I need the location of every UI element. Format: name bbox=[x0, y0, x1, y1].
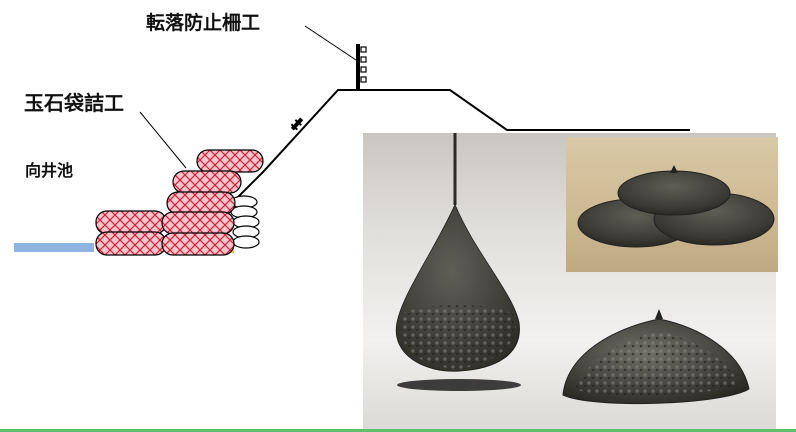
stone-bag bbox=[166, 191, 236, 215]
footer-divider bbox=[0, 429, 796, 432]
anchor-marker-icon bbox=[290, 117, 304, 131]
stone-bag bbox=[161, 211, 235, 235]
photo-drawing bbox=[395, 133, 750, 405]
label-pond: 向井池 bbox=[25, 161, 74, 180]
stone-bag bbox=[95, 210, 167, 235]
inset-bag bbox=[617, 170, 731, 216]
hanging-bag-shadow bbox=[397, 379, 521, 391]
stone-bag bbox=[196, 149, 264, 173]
bags-leader-line bbox=[139, 111, 187, 169]
water-surface bbox=[14, 243, 94, 252]
label-stone-bags: 玉石袋詰工 bbox=[24, 91, 124, 115]
stone-bag-stack bbox=[95, 149, 264, 256]
coil-bags bbox=[230, 195, 260, 249]
stone-bag bbox=[95, 231, 167, 256]
stone-bag bbox=[161, 232, 235, 256]
stacked-bags-photo bbox=[566, 137, 778, 272]
label-fence: 転落防止柵工 bbox=[146, 12, 261, 34]
stone-bag bbox=[172, 170, 242, 194]
embankment-profile bbox=[231, 89, 690, 204]
inset-drawing bbox=[577, 165, 775, 248]
fence-leader-line bbox=[304, 25, 357, 61]
fence-post-icon bbox=[356, 44, 367, 90]
